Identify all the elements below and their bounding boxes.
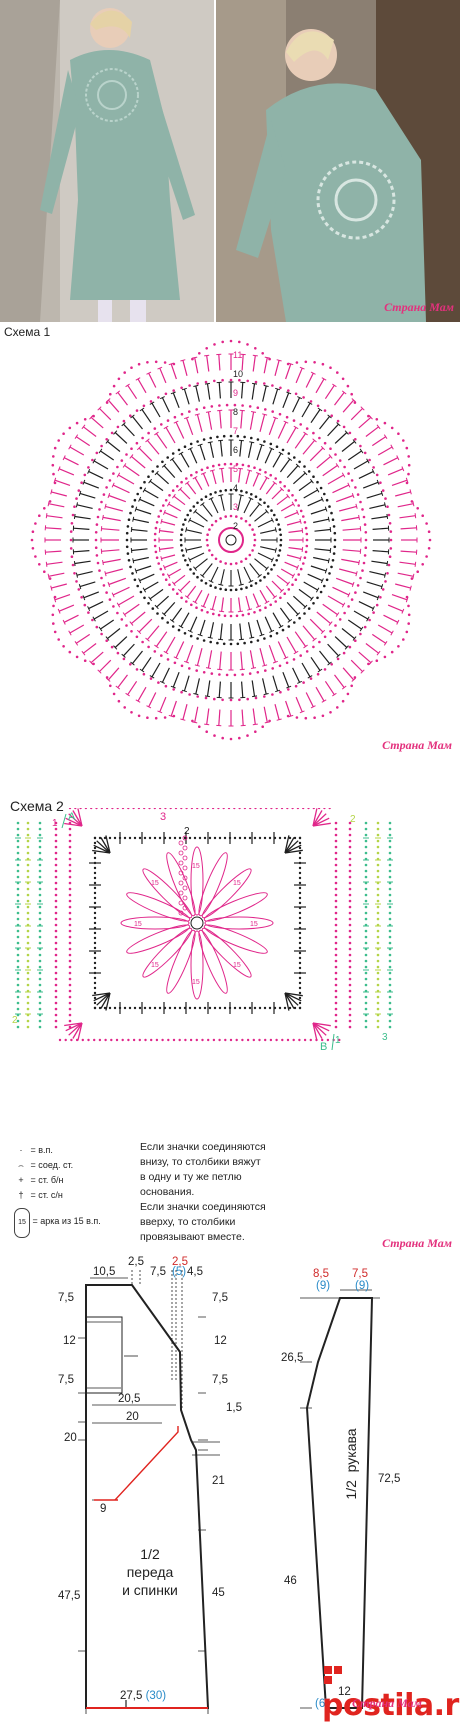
svg-text:2: 2 [350,814,356,825]
front-back-pattern-drawing [0,1260,460,1714]
svg-text:15: 15 [192,863,200,870]
legend-item: + = ст. б/н [14,1175,101,1190]
row-number: 5 [233,464,238,474]
schema1-diagram: 11 10 9 8 7 6 5 4 3 2 [0,332,460,752]
svg-text:3: 3 [160,811,166,823]
svg-text:15: 15 [250,921,258,928]
row-number: 2 [233,521,238,531]
dim-top-left: 10,5 [93,1266,115,1278]
dim-right-3: 7,5 [212,1374,228,1386]
dim-bottom: 27,5 (30) [120,1690,166,1702]
svg-text:2: 2 [12,1015,18,1026]
svg-text:1: 1 [52,818,58,829]
svg-text:2: 2 [184,826,190,837]
row-number: 3 [233,502,238,512]
dim-right-5: 21 [212,1475,225,1487]
dim-inner-20-5: 20,5 [118,1393,140,1405]
dim-left-4: 20 [64,1432,77,1444]
svg-text:15: 15 [134,921,142,928]
row-number: 4 [233,483,238,493]
dim-right-1: 7,5 [212,1292,228,1304]
legend: · = в.п. ⌢ = соед. ст. + = ст. б/н † = с… [14,1145,101,1236]
svg-text:15: 15 [192,979,200,986]
row-number: 11 [233,350,242,360]
dim-top-2-5: 2,5 [128,1256,144,1268]
row-number: 6 [233,445,238,455]
dim-top-7-5: 7,5 [150,1266,166,1278]
dim-right-4: 1,5 [226,1402,242,1414]
dim-top-4-5: 4,5 [187,1266,203,1278]
row-number: 10 [233,369,243,379]
row-number: 8 [233,407,238,417]
photo-left-model-dress [0,0,214,322]
sleeve-dim-right: 72,5 [378,1473,400,1485]
legend-item: ⌢ = соед. ст. [14,1160,101,1175]
svg-text:1: 1 [335,1035,341,1046]
dim-left-3: 7,5 [58,1374,74,1386]
dim-inner-9: 9 [100,1503,106,1515]
sleeve-dim-top-right: 7,5 [352,1268,368,1280]
row-number: 9 [233,388,238,398]
svg-text:A: A [68,811,76,823]
postila-logo: postila.ru [322,1664,460,1723]
dim-left-1: 7,5 [58,1292,74,1304]
sleeve-dim-top-red-blue: (9) [316,1280,330,1292]
svg-text:15: 15 [151,880,159,887]
svg-text:B: B [320,1041,327,1053]
dim-right-2: 12 [214,1335,227,1347]
dim-inner-20: 20 [126,1411,139,1423]
dim-right-6: 45 [212,1587,225,1599]
svg-text:15: 15 [233,880,241,887]
sleeve-dim-top-right-blue: (9) [355,1280,369,1292]
svg-text:15: 15 [233,962,241,969]
row-number: 7 [233,426,238,436]
sleeve-label: 1/2 рукава [342,1409,360,1519]
svg-text:15: 15 [151,962,159,969]
dim-left-5: 47,5 [58,1590,80,1602]
watermark: Страна Мам [382,1236,452,1251]
watermark: Страна Мам [352,1696,422,1711]
legend-item: † = ст. с/н [14,1190,101,1206]
sleeve-dim-top-red: 8,5 [313,1268,329,1280]
sleeve-dim-left-2: 46 [284,1575,297,1587]
dim-left-2: 12 [63,1335,76,1347]
watermark: Страна Мам [382,738,452,753]
legend-item: · = в.п. [14,1145,101,1160]
photo-right-model-back: Страна Мам [216,0,460,322]
sleeve-dim-left-1: 26,5 [281,1352,303,1364]
watermark: Страна Мам [384,300,454,315]
legend-item: 15 = арка из 15 в.п. [14,1206,101,1236]
dim-top-blue: (5) [172,1266,186,1278]
front-back-label: 1/2 переда и спинки [100,1545,200,1599]
svg-text:3: 3 [382,1032,388,1043]
